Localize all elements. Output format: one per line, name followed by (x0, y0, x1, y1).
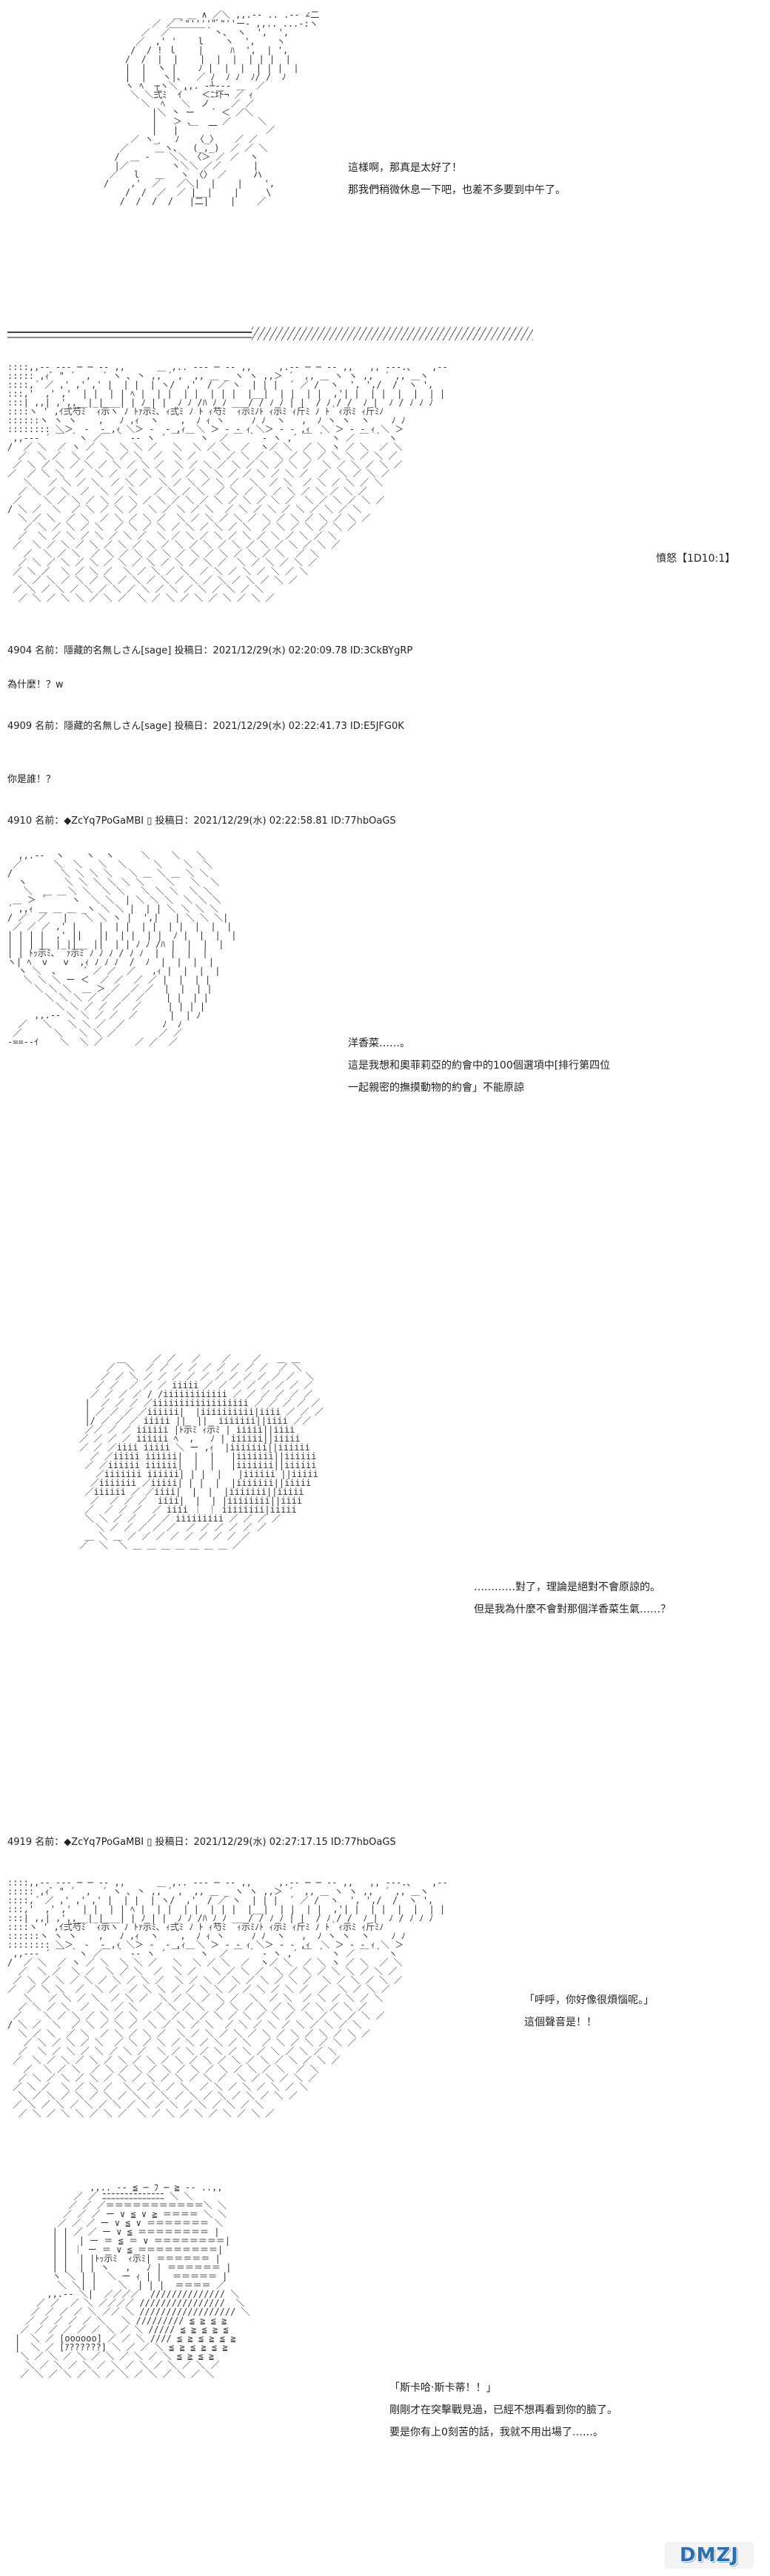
post-header-4909: 4909 名前：隱藏的名無しさん[sage] 投稿日：2021/12/29(水)… (7, 721, 404, 732)
watermark-logo: DMZJ (665, 2542, 754, 2569)
dialogue-line: 「呼呼，你好像很煩惱呢。」 (524, 1994, 654, 2006)
watermark-logo-text: DMZJ (680, 2544, 739, 2566)
ascii-art-character-3: ＿ ／ ／ ／ ／ ／ ＿ ＿ ／ ＼ ／ ／ ／ ／ ／ ／ ／ ／ ／ ／ … (79, 1354, 324, 1550)
post-body-4904: 為什麼！？w (7, 679, 64, 690)
panel6-dialogue: 「斯卡哈‧斯卡蒂！！」 剛剛才在突擊戰見過，已經不想再看到你的臉了。 要是你有上… (389, 2377, 617, 2444)
panel3-dialogue: 洋香菜……。 這是我想和奧菲莉亞的約會中的100個選項中[排行第四位 一起親密的… (348, 1032, 610, 1099)
dialogue-line: 要是你有上0刻苦的話，我就不用出場了……。 (389, 2427, 603, 2438)
post-header-4904: 4904 名前：隱藏的名無しさん[sage] 投稿日：2021/12/29(水)… (7, 645, 413, 656)
dialogue-line: …………對了，理論是絕對不會原諒的。 (474, 1581, 660, 1593)
dialogue-line: 這個聲音是！！ (524, 2017, 597, 2028)
dialogue-line: 這樣啊，那真是太好了！ (348, 162, 462, 174)
dialogue-line: 一起親密的撫摸動物的約會」不能原諒 (348, 1082, 524, 1094)
panel5-dialogue: 「呼呼，你好像很煩惱呢。」 這個聲音是！！ (524, 1989, 654, 2034)
ascii-art-character-4: ,,.. ‐‐ ≦ ─ ﾌ ─ ≧ ‐‐ ..,, ／ ／ ﾆﾆﾆﾆﾆﾆﾆﾆﾆﾆ… (15, 2183, 250, 2379)
separator-hatch (252, 327, 533, 340)
dialogue-line: 剛剛才在突擊戰見過，已經不想再看到你的臉了。 (389, 2404, 617, 2416)
ascii-art-crowd-1: ::::,,-- -‐‐ ─ ─ -- ,, ＿ ,.. -‐‐ ─ -- ,,… (7, 363, 448, 603)
ascii-art-character-1: ＿ ＿ ∧ ／＼ ,,.-- .. .-‐ ∠二 ／ ／ ﾞ"''''"ﾞ"''… (104, 10, 320, 206)
dialogue-line: 洋香菜……。 (348, 1038, 410, 1049)
panel1-dialogue: 這樣啊，那真是太好了！ 那我們稍微休息一下吧，也差不多要到中午了。 (348, 157, 566, 201)
post-header-4919: 4919 名前：◆ZcYq7PoGaMBI ▯ 投稿日：2021/12/29(水… (7, 1837, 396, 1848)
post-body-4909: 你是誰！？ (7, 774, 56, 785)
dialogue-line: 那我們稍微休息一下吧，也差不多要到中午了。 (348, 184, 566, 196)
separator-line (7, 337, 252, 338)
ascii-art-crowd-2: ::::,,-- -‐‐ ─ ─ -- ,, ＿ ,.. -‐‐ ─ -- ,,… (7, 1878, 448, 2119)
post-header-4910: 4910 名前：◆ZcYq7PoGaMBI ▯ 投稿日：2021/12/29(水… (7, 815, 396, 827)
dice-roll-text: 憤怒【1D10:1】 (656, 553, 736, 565)
dialogue-line: 這是我想和奧菲莉亞的約會中的100個選項中[排行第四位 (348, 1060, 611, 1072)
separator-line (7, 332, 252, 333)
dialogue-line: 「斯卡哈‧斯卡蒂！！」 (389, 2382, 497, 2394)
dialogue-line: 但是我為什麼不會對那個洋香菜生氣……？ (474, 1604, 671, 1615)
ascii-art-character-2: ,,.-‐ ヽ ヽ ヽ ＼ ＼ ＼ ／ ＼ ＼ ＼ ＼ ＼ ＼ ＼ / ＼ ＼ … (7, 851, 237, 1047)
panel4-dialogue: …………對了，理論是絕對不會原諒的。 但是我為什麼不會對那個洋香菜生氣……？ (474, 1576, 671, 1621)
